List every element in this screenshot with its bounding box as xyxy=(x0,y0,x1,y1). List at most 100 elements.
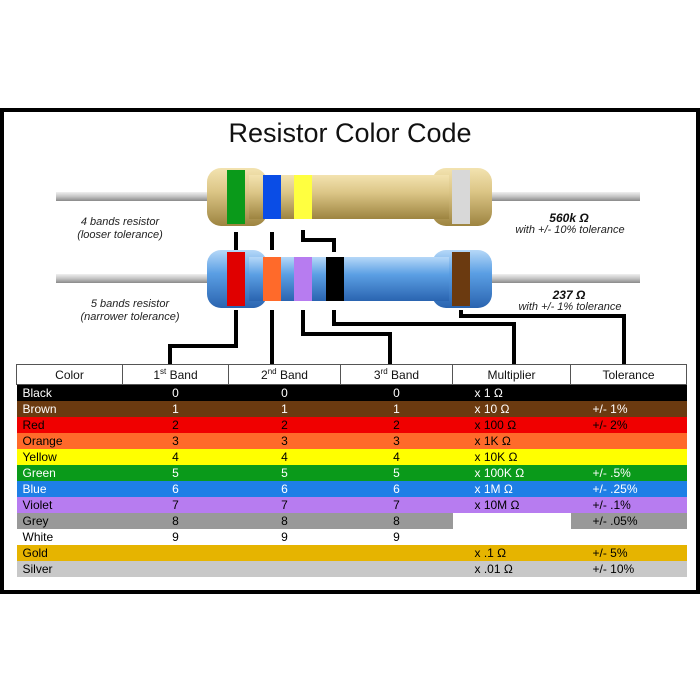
header-text: Band xyxy=(276,368,308,382)
lead-left xyxy=(56,274,216,283)
cell-color-name: Black xyxy=(16,384,123,401)
header-text: Band xyxy=(387,368,420,382)
diagram-frame: Resistor Color Code xyxy=(0,108,700,594)
cell-band-3: 0 xyxy=(340,384,453,401)
connector-line-multiplier xyxy=(332,310,516,364)
lead-right xyxy=(482,192,640,201)
cell-color-name: Orange xyxy=(16,433,123,449)
cell-band-1 xyxy=(122,561,229,577)
resistor-4-band xyxy=(56,168,640,226)
diagram-panel: Resistor Color Code xyxy=(4,112,696,590)
cell-band-1: 6 xyxy=(122,481,229,497)
cell-multiplier: x 100 Ω xyxy=(452,417,571,433)
band-black xyxy=(326,257,344,301)
label-line: 5 bands resistor xyxy=(90,298,170,310)
connector-line-4-band-3 xyxy=(301,230,336,252)
cell-tolerance xyxy=(570,529,687,545)
cell-tolerance: +/- 10% xyxy=(570,561,687,577)
lead-left xyxy=(56,192,216,201)
cell-band-3: 1 xyxy=(340,401,453,417)
header-text: 2 xyxy=(261,368,268,382)
header-text: 3 xyxy=(373,368,381,382)
cell-color-name: White xyxy=(16,529,123,545)
cell-band-3 xyxy=(340,561,453,577)
cell-multiplier: x 1M Ω xyxy=(452,481,571,497)
cell-multiplier: x .01 Ω xyxy=(452,561,571,577)
label-line: (looser tolerance) xyxy=(77,229,163,241)
cell-band-3: 7 xyxy=(340,497,453,513)
table-header-row: Color 1st Band 2nd Band 3rd Band Multipl… xyxy=(16,364,687,385)
header-tolerance: Tolerance xyxy=(570,364,687,385)
cell-multiplier: x 1K Ω xyxy=(452,433,571,449)
cell-band-2: 2 xyxy=(228,417,341,433)
cell-band-1: 3 xyxy=(122,433,229,449)
cell-band-3 xyxy=(340,545,453,561)
cell-band-2: 9 xyxy=(228,529,341,545)
cell-tolerance: +/- .05% xyxy=(570,513,687,529)
resistor-diagram xyxy=(56,168,640,364)
header-color: Color xyxy=(16,364,123,385)
cell-tolerance: +/- .1% xyxy=(570,497,687,513)
cell-color-name: Red xyxy=(16,417,123,433)
cell-band-3: 6 xyxy=(340,481,453,497)
cell-band-2 xyxy=(228,545,341,561)
cell-band-3: 9 xyxy=(340,529,453,545)
header-text: Band xyxy=(166,368,198,382)
cell-tolerance: +/- 1% xyxy=(570,401,687,417)
resistor-4-band-label: 4 bands resistor (looser tolerance) xyxy=(50,216,190,242)
band-orange xyxy=(263,257,281,301)
band-green xyxy=(227,170,245,224)
resistor-body xyxy=(249,175,449,219)
cell-multiplier: x 100K Ω xyxy=(452,465,571,481)
color-code-table: Color 1st Band 2nd Band 3rd Band Multipl… xyxy=(16,364,687,577)
resistor-5-band xyxy=(56,250,640,308)
cell-band-1: 9 xyxy=(122,529,229,545)
lead-right xyxy=(482,274,640,283)
connector-line-band-3 xyxy=(301,310,392,364)
table-row: Silver x .01 Ω+/- 10% xyxy=(16,561,687,577)
resistor-4-band-value: 560k Ω xyxy=(549,211,589,225)
cell-tolerance: +/- 2% xyxy=(570,417,687,433)
cell-band-1: 5 xyxy=(122,465,229,481)
resistor-5-band-value: 237 Ω xyxy=(552,288,586,302)
cell-color-name: Green xyxy=(16,465,123,481)
cell-multiplier: x 10 Ω xyxy=(452,401,571,417)
header-band-1: 1st Band xyxy=(122,364,229,385)
header-sup: rd xyxy=(380,367,388,376)
header-text: 1 xyxy=(153,368,161,382)
cell-band-1: 4 xyxy=(122,449,229,465)
cell-band-1 xyxy=(122,545,229,561)
cell-band-1: 8 xyxy=(122,513,229,529)
cell-band-1: 0 xyxy=(122,384,229,401)
cell-color-name: Gold xyxy=(16,545,123,561)
connector-line-band-1 xyxy=(168,310,238,364)
cell-band-3: 3 xyxy=(340,433,453,449)
cell-multiplier xyxy=(452,529,571,545)
header-sup: nd xyxy=(267,367,277,376)
page-title: Resistor Color Code xyxy=(228,118,472,148)
cell-band-1: 2 xyxy=(122,417,229,433)
band-yellow xyxy=(294,175,312,219)
cell-color-name: Silver xyxy=(16,561,123,577)
band-red xyxy=(227,252,245,306)
cell-band-3: 2 xyxy=(340,417,453,433)
resistor-4-band-tolerance: with +/- 10% tolerance xyxy=(515,224,625,236)
cell-multiplier: x .1 Ω xyxy=(452,545,571,561)
label-line: 4 bands resistor xyxy=(80,216,160,228)
cell-tolerance xyxy=(570,449,687,465)
cell-color-name: Brown xyxy=(16,401,123,417)
cell-band-2: 7 xyxy=(228,497,341,513)
cell-band-2: 8 xyxy=(228,513,341,529)
cell-multiplier: x 10M Ω xyxy=(452,497,571,513)
cell-band-1: 7 xyxy=(122,497,229,513)
band-silver xyxy=(452,170,470,224)
